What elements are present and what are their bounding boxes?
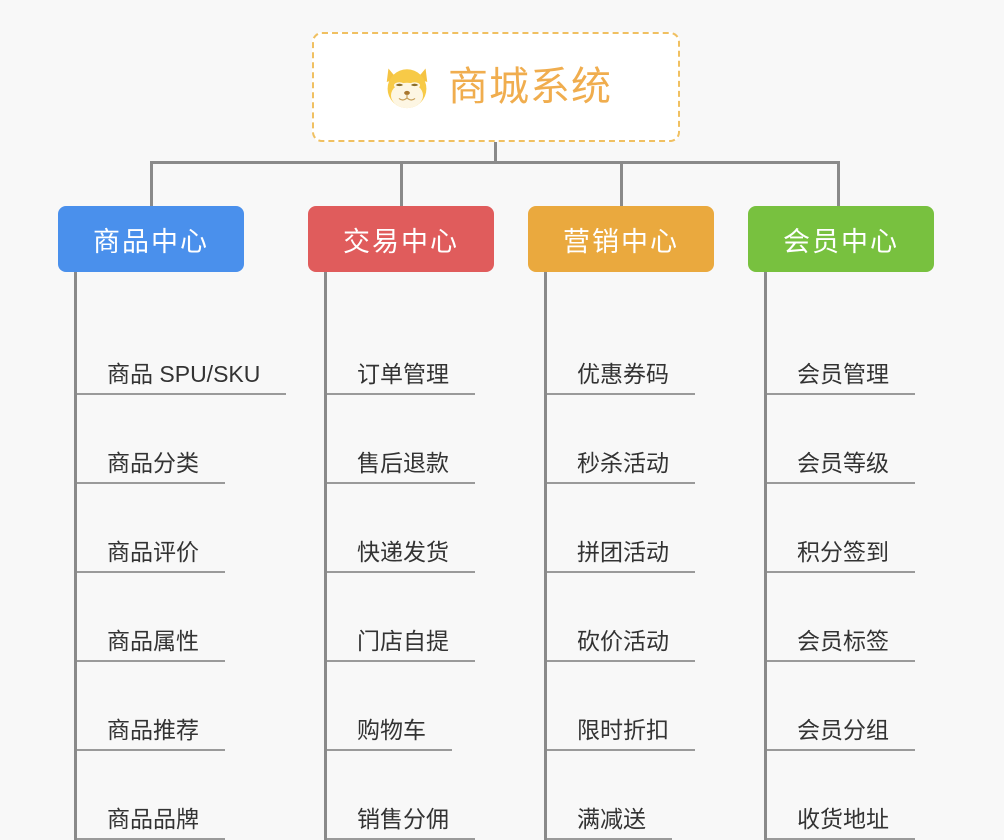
list-item[interactable]: 秒杀活动 bbox=[547, 395, 714, 484]
list-item-label: 快递发货 bbox=[327, 539, 475, 573]
list-item[interactable]: 商品评价 bbox=[77, 484, 244, 573]
branch-item-list-member: 会员管理 会员等级 积分签到 会员标签 会员分组 收货地址 bbox=[764, 306, 934, 840]
shiba-dog-icon bbox=[386, 68, 428, 109]
list-item-label: 购物车 bbox=[327, 717, 452, 751]
list-item-label: 会员分组 bbox=[767, 717, 915, 751]
list-item[interactable]: 商品分类 bbox=[77, 395, 244, 484]
list-item-label: 积分签到 bbox=[767, 539, 915, 573]
list-item-label: 秒杀活动 bbox=[547, 450, 695, 484]
list-item[interactable]: 购物车 bbox=[327, 662, 494, 751]
branch-header-label: 营销中心 bbox=[563, 226, 679, 257]
branch-item-list-marketing: 优惠券码 秒杀活动 拼团活动 砍价活动 限时折扣 满减送 bbox=[544, 306, 714, 840]
list-item-label: 限时折扣 bbox=[547, 717, 695, 751]
list-item[interactable]: 会员标签 bbox=[767, 573, 934, 662]
list-item-label: 收货地址 bbox=[767, 806, 915, 840]
list-item[interactable]: 会员分组 bbox=[767, 662, 934, 751]
connector-spine-stub-4 bbox=[764, 272, 767, 308]
list-item[interactable]: 会员管理 bbox=[767, 306, 934, 395]
list-item[interactable]: 商品推荐 bbox=[77, 662, 244, 751]
list-item-label: 商品属性 bbox=[77, 628, 225, 662]
branch-column-trade: 交易中心 订单管理 售后退款 快递发货 门店自提 购物车 销售分佣 bbox=[308, 206, 494, 840]
connector-spine-stub-3 bbox=[544, 272, 547, 308]
branch-header-product[interactable]: 商品中心 bbox=[58, 206, 244, 272]
list-item[interactable]: 商品品牌 bbox=[77, 751, 244, 840]
list-item[interactable]: 拼团活动 bbox=[547, 484, 714, 573]
list-item-label: 砍价活动 bbox=[547, 628, 695, 662]
connector-drop-3 bbox=[620, 161, 623, 208]
branch-column-marketing: 营销中心 优惠券码 秒杀活动 拼团活动 砍价活动 限时折扣 满减送 bbox=[528, 206, 714, 840]
list-item[interactable]: 销售分佣 bbox=[327, 751, 494, 840]
branch-header-trade[interactable]: 交易中心 bbox=[308, 206, 494, 272]
list-item[interactable]: 优惠券码 bbox=[547, 306, 714, 395]
list-item-label: 商品分类 bbox=[77, 450, 225, 484]
list-item[interactable]: 快递发货 bbox=[327, 484, 494, 573]
connector-drop-2 bbox=[400, 161, 403, 208]
list-item-label: 商品品牌 bbox=[77, 806, 225, 840]
branch-column-member: 会员中心 会员管理 会员等级 积分签到 会员标签 会员分组 收货地址 bbox=[748, 206, 934, 840]
branch-item-list-product: 商品 SPU/SKU 商品分类 商品评价 商品属性 商品推荐 商品品牌 bbox=[74, 306, 287, 840]
list-item-label: 门店自提 bbox=[327, 628, 475, 662]
connector-spine-stub-2 bbox=[324, 272, 327, 308]
list-item[interactable]: 砍价活动 bbox=[547, 573, 714, 662]
branch-header-label: 交易中心 bbox=[343, 226, 459, 257]
branch-header-label: 商品中心 bbox=[93, 226, 209, 257]
list-item-label: 会员标签 bbox=[767, 628, 915, 662]
branch-header-label: 会员中心 bbox=[783, 226, 899, 257]
list-item[interactable]: 满减送 bbox=[547, 751, 714, 840]
list-item-label: 满减送 bbox=[547, 806, 672, 840]
list-item-label: 售后退款 bbox=[327, 450, 475, 484]
list-item-label: 订单管理 bbox=[327, 361, 475, 395]
connector-root-stem bbox=[494, 142, 497, 163]
root-title: 商城系统 bbox=[448, 65, 612, 109]
list-item[interactable]: 商品属性 bbox=[77, 573, 244, 662]
list-item[interactable]: 会员等级 bbox=[767, 395, 934, 484]
root-node[interactable]: 商城系统 bbox=[312, 32, 680, 142]
list-item[interactable]: 门店自提 bbox=[327, 573, 494, 662]
list-item-label: 商品推荐 bbox=[77, 717, 225, 751]
branch-header-marketing[interactable]: 营销中心 bbox=[528, 206, 714, 272]
list-item-label: 商品评价 bbox=[77, 539, 225, 573]
list-item[interactable]: 积分签到 bbox=[767, 484, 934, 573]
branch-header-member[interactable]: 会员中心 bbox=[748, 206, 934, 272]
list-item-label: 优惠券码 bbox=[547, 361, 695, 395]
connector-spine-stub-1 bbox=[74, 272, 77, 308]
list-item[interactable]: 订单管理 bbox=[327, 306, 494, 395]
list-item-label: 商品 SPU/SKU bbox=[77, 361, 287, 395]
connector-horizontal-bus bbox=[150, 161, 840, 164]
connector-drop-1 bbox=[150, 161, 153, 208]
list-item-label: 拼团活动 bbox=[547, 539, 695, 573]
connector-drop-4 bbox=[837, 161, 840, 208]
list-item[interactable]: 售后退款 bbox=[327, 395, 494, 484]
list-item-label: 会员等级 bbox=[767, 450, 915, 484]
list-item[interactable]: 收货地址 bbox=[767, 751, 934, 840]
list-item[interactable]: 商品 SPU/SKU bbox=[77, 306, 287, 395]
list-item[interactable]: 限时折扣 bbox=[547, 662, 714, 751]
branch-item-list-trade: 订单管理 售后退款 快递发货 门店自提 购物车 销售分佣 bbox=[324, 306, 494, 840]
list-item-label: 销售分佣 bbox=[327, 806, 475, 840]
list-item-label: 会员管理 bbox=[767, 361, 915, 395]
branch-column-product: 商品中心 商品 SPU/SKU 商品分类 商品评价 商品属性 商品推荐 商品品牌 bbox=[58, 206, 287, 840]
